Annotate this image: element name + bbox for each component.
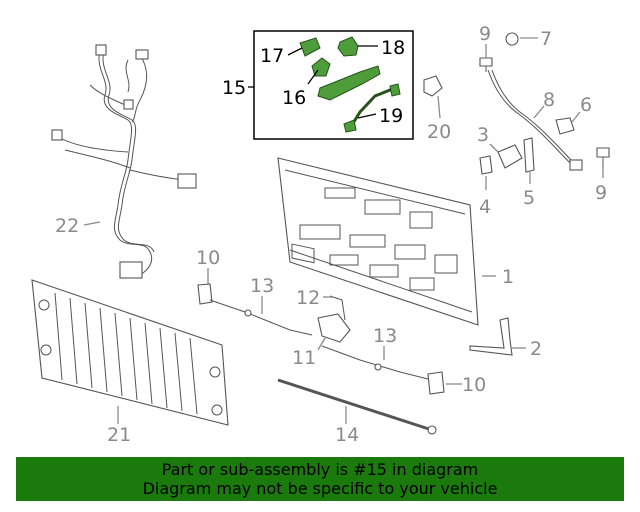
callout-8: 8 [543,89,555,111]
callout-2: 2 [530,338,542,360]
callout-9-top: 9 [479,23,491,45]
callout-10-right: 10 [462,374,486,396]
callout-13-right: 13 [373,325,397,347]
callout-4: 4 [479,196,491,218]
parts-diagram: 1 2 3 4 5 6 7 8 9 9 10 10 11 12 13 13 14… [31,23,610,446]
banner-line-assembly: Part or sub-assembly is #15 in diagram [161,460,479,479]
tailgate-outer-panel [31,279,229,426]
callout-15: 15 [222,77,246,99]
callout-18: 18 [381,37,405,59]
callout-9-bottom: 9 [595,182,607,204]
callout-13-left: 13 [250,275,274,297]
callout-16: 16 [282,87,306,109]
callout-11: 11 [292,347,316,369]
callout-labels: 1 2 3 4 5 6 7 8 9 9 10 10 11 12 13 13 14… [55,23,607,446]
callout-22: 22 [55,215,79,237]
callout-12: 12 [296,287,320,309]
callout-10-left: 10 [196,247,220,269]
linkage-parts [197,283,445,435]
callout-19: 19 [379,105,403,127]
part-15-handle [317,65,381,101]
sub-assembly-box [253,30,414,140]
small-parts [423,32,610,356]
part-18-bracket [337,36,359,57]
callout-1: 1 [502,266,514,288]
banner-line-disclaimer: Diagram may not be specific to your vehi… [142,479,498,498]
callout-17: 17 [260,45,284,67]
callout-21: 21 [107,424,131,446]
callout-20: 20 [427,121,451,143]
part-17-clip [299,37,321,57]
callout-5: 5 [523,187,535,209]
callout-3: 3 [477,124,489,146]
info-banner: Part or sub-assembly is #15 in diagram D… [16,457,624,501]
callout-14: 14 [335,424,359,446]
tailgate-inner-panel [277,157,479,326]
callout-7: 7 [540,28,552,50]
leader-lines [83,37,604,424]
wiring-harness [51,44,197,279]
callout-6: 6 [580,94,592,116]
